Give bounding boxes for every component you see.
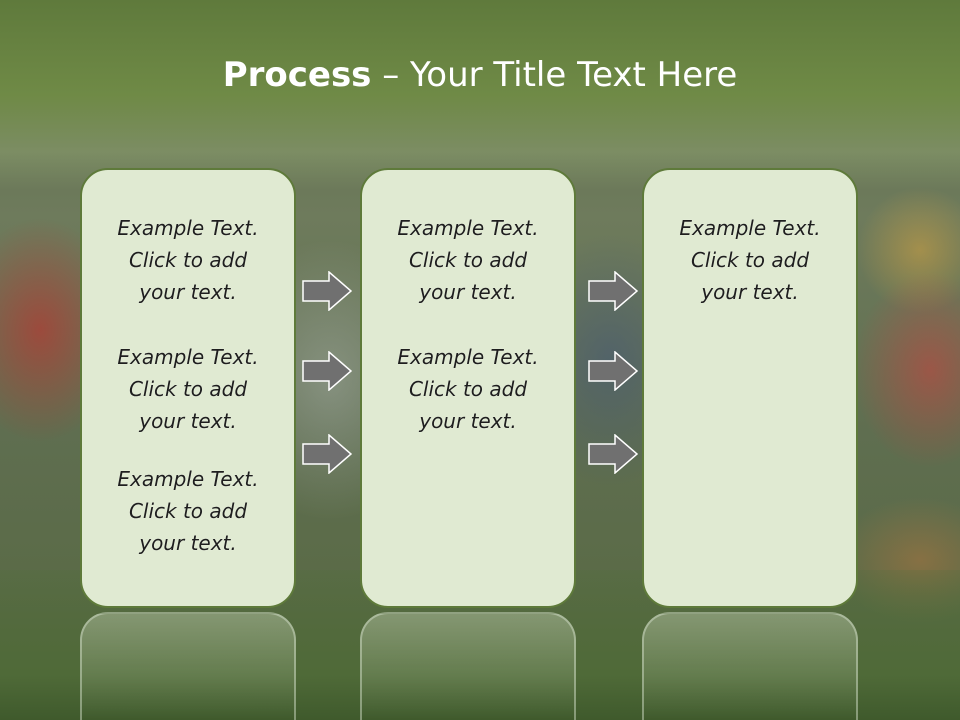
text-block[interactable]: Example Text. Click to add your text.	[679, 216, 821, 304]
title-band	[0, 0, 960, 190]
box-reflection	[80, 612, 296, 720]
text-block[interactable]: Example Text. Click to add your text.	[117, 216, 259, 304]
process-box-2[interactable]: Example Text. Click to add your text. Ex…	[360, 168, 576, 608]
right-arrow-icon	[302, 271, 352, 311]
box-reflection	[360, 612, 576, 720]
right-arrow-icon	[588, 351, 638, 391]
box-reflection	[642, 612, 858, 720]
text-block[interactable]: Example Text. Click to add your text.	[397, 216, 539, 304]
right-arrow-icon	[302, 351, 352, 391]
right-arrow-icon	[588, 271, 638, 311]
process-box-3[interactable]: Example Text. Click to add your text.	[642, 168, 858, 608]
process-box-1[interactable]: Example Text. Click to add your text. Ex…	[80, 168, 296, 608]
right-arrow-icon	[302, 434, 352, 474]
title-bold: Process	[222, 55, 372, 95]
title-rest: – Your Title Text Here	[371, 55, 738, 95]
right-arrow-icon	[588, 434, 638, 474]
slide-title[interactable]: Process – Your Title Text Here	[0, 52, 960, 98]
text-block[interactable]: Example Text. Click to add your text.	[117, 345, 259, 433]
text-block[interactable]: Example Text. Click to add your text.	[117, 467, 259, 555]
text-block[interactable]: Example Text. Click to add your text.	[397, 345, 539, 433]
